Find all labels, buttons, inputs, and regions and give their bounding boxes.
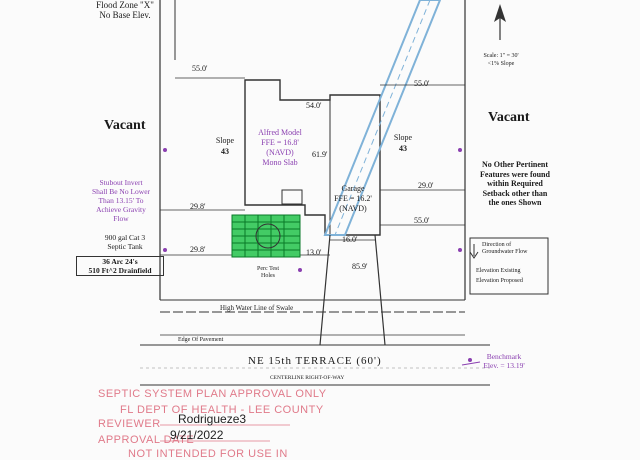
flood-zone-text: Flood Zone "X" xyxy=(96,0,154,10)
legend-flow: Direction of Groundwater Flow xyxy=(482,242,528,255)
drainfield-line: 36 Arc 24's xyxy=(102,257,138,266)
drainfield-line: 510 Ft^2 Drainfield xyxy=(88,266,152,275)
easement-diagonal xyxy=(323,0,442,236)
vacant-right: Vacant xyxy=(488,110,530,125)
vacant-left: Vacant xyxy=(104,118,146,133)
slope-text: <1% Slope xyxy=(487,61,515,67)
no-features-line: Features were found xyxy=(480,169,550,179)
slope-left-label: Slope xyxy=(215,136,235,145)
slope-right-label: Slope xyxy=(393,133,413,142)
perc-line: Holes xyxy=(261,273,275,279)
north-arrow-icon xyxy=(494,4,506,22)
garage-line: Garage xyxy=(341,184,365,193)
slope-right: Slope 43 xyxy=(388,132,418,154)
model-line: Mono Slab xyxy=(262,158,298,167)
house-outline xyxy=(244,79,381,236)
septic-line: 900 gal Cat 3 xyxy=(104,233,146,242)
benchmark-label: Benchmark Elev. = 13.19' xyxy=(476,352,532,370)
dim-label: 29.0' xyxy=(418,181,434,190)
approval-line-5: NOT INTENDED FOR USE IN xyxy=(128,448,288,460)
benchmark-line: Elev. = 13.19' xyxy=(483,361,525,370)
house-model-label: Alfred Model FFE = 16.8' (NAVD) Mono Sla… xyxy=(250,128,310,168)
dim-label: 29.8' xyxy=(190,245,206,254)
drainfield xyxy=(231,214,301,258)
garage-line: FFE = 16.2' xyxy=(334,194,372,203)
legend-elev: Elevation Existing xyxy=(476,268,521,274)
garage-line: (NAVD) xyxy=(339,204,367,213)
stubout-line: Achieve Gravity xyxy=(96,205,146,214)
scale-note: Scale: 1" = 30' <1% Slope xyxy=(474,52,528,68)
slope-left: Slope 43 xyxy=(210,135,240,157)
dim-label: 55.0' xyxy=(414,216,430,225)
model-line: (NAVD) xyxy=(266,148,294,157)
centerline-label: CENTERLINE RIGHT-OF-WAY xyxy=(270,375,345,381)
approval-line-1: SEPTIC SYSTEM PLAN APPROVAL ONLY xyxy=(98,388,327,400)
model-line: FFE = 16.8' xyxy=(261,138,299,147)
water-line-label: High Water Line of Swale xyxy=(220,304,294,312)
no-features-line: No Other Pertinent xyxy=(481,160,549,169)
dim-label: 54.0' xyxy=(306,101,322,110)
dim-label: 85.9' xyxy=(352,262,368,271)
perc-note: Perc Test Holes xyxy=(248,266,288,280)
stubout-line: Than 13.15' To xyxy=(98,196,144,205)
easement-centerline xyxy=(334,0,431,236)
dim-label: 16.0' xyxy=(342,235,358,244)
base-elev-text: No Base Elev. xyxy=(99,10,151,20)
reviewer-value: Rodrigueze3 xyxy=(178,412,247,426)
benchmark-line: Benchmark xyxy=(486,352,522,361)
septic-box xyxy=(281,189,303,205)
dim-label: 61.9' xyxy=(312,150,328,159)
stubout-line: Shall Be No Lower xyxy=(91,187,151,196)
slope-left-value: 43 xyxy=(221,147,229,156)
edge-pavement-label: Edge Of Pavement xyxy=(178,337,224,343)
driveway-right xyxy=(374,234,386,346)
stubout-line: Flow xyxy=(113,214,129,223)
no-features-line: Setback other than xyxy=(482,188,548,198)
septic-note: 900 gal Cat 3 Septic Tank xyxy=(84,233,166,251)
approval-line-2: FL DEPT OF HEALTH - LEE COUNTY xyxy=(120,404,324,416)
stubout-line: Stubout Invert xyxy=(99,178,143,187)
septic-tank-symbol xyxy=(255,223,281,249)
septic-line: Septic Tank xyxy=(107,242,143,251)
reviewer-label: REVIEWER xyxy=(98,418,161,430)
approval-date-value: 9/21/2022 xyxy=(170,428,224,442)
elevation-markers xyxy=(163,148,472,362)
slope-right-value: 43 xyxy=(399,144,407,153)
dim-label: 55.0' xyxy=(414,79,430,88)
garage-label: Garage FFE = 16.2' (NAVD) xyxy=(328,184,378,214)
scale-text: Scale: 1" = 30' xyxy=(483,53,519,59)
no-features-line: within Required xyxy=(487,179,543,188)
dim-label: 13.0' xyxy=(306,248,322,257)
driveway-left xyxy=(319,234,331,346)
dim-label: 29.8' xyxy=(190,202,206,211)
dim-label: 55.0' xyxy=(192,64,208,73)
stubout-note: Stubout Invert Shall Be No Lower Than 13… xyxy=(80,178,162,223)
approval-date-label: APPROVAL DATE xyxy=(98,434,195,446)
perc-line: Perc Test xyxy=(257,266,279,272)
model-line: Alfred Model xyxy=(258,128,302,137)
drainfield-note: 36 Arc 24's 510 Ft^2 Drainfield xyxy=(76,256,164,276)
flow-arrow-icon xyxy=(469,244,479,259)
flood-zone-note: Flood Zone "X" No Base Elev. xyxy=(90,0,160,20)
no-features-note: No Other Pertinent Features were found w… xyxy=(470,160,560,208)
street-label: NE 15th TERRACE (60') xyxy=(248,355,382,367)
no-features-line: the ones Shown xyxy=(488,198,542,207)
legend-elev-2: Elevation Proposed xyxy=(476,278,523,284)
legend-box xyxy=(469,237,549,295)
benchmark-leader xyxy=(461,361,481,366)
